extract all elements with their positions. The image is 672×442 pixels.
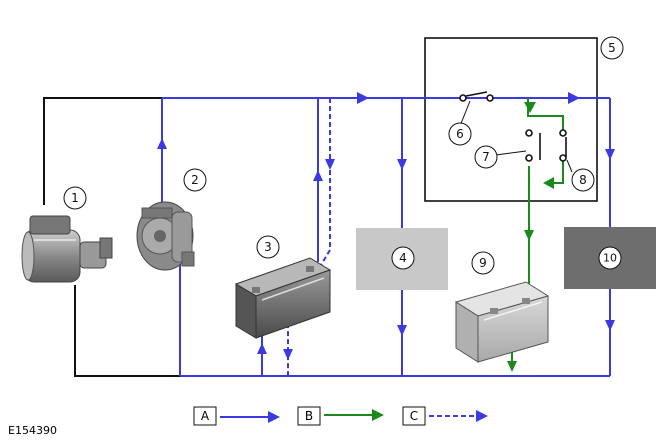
callout-7: 7 bbox=[482, 150, 490, 164]
legend-item-a: A bbox=[193, 406, 280, 426]
relay-switches bbox=[459, 91, 567, 162]
legend-item-c: C bbox=[402, 406, 488, 426]
starter-motor bbox=[21, 215, 113, 283]
arrow-down-green-top bbox=[524, 102, 536, 113]
callouts bbox=[63, 36, 624, 275]
callout-4: 4 bbox=[399, 251, 407, 265]
switch-7-contact-a bbox=[525, 129, 533, 137]
arrow-down-green-mid bbox=[524, 230, 534, 241]
switch-6-contact-b bbox=[486, 94, 494, 102]
arrow-down-load-10-top bbox=[605, 149, 615, 160]
arrow-down-green-bottom bbox=[507, 361, 517, 372]
arrow-left-green bbox=[543, 177, 554, 189]
callout-2: 2 bbox=[191, 173, 199, 187]
legend-key-a: A bbox=[201, 409, 210, 423]
switch-8-contact-a bbox=[559, 129, 567, 137]
figure-id: E154390 bbox=[8, 424, 57, 437]
arrow-down-load-4-top bbox=[397, 159, 407, 170]
arrow-right-relay bbox=[568, 92, 580, 104]
flow-arrows bbox=[157, 92, 615, 372]
switch-8-contact-b bbox=[559, 154, 567, 162]
arrow-down-dashed-bottom bbox=[283, 349, 293, 360]
legend: A B C bbox=[193, 406, 488, 426]
dashed-wiring bbox=[267, 98, 331, 376]
arrow-down-load-10-bottom bbox=[605, 320, 615, 331]
callout-5: 5 bbox=[608, 41, 616, 55]
arrow-down-load-4-bottom bbox=[397, 325, 407, 336]
callout-leaders bbox=[459, 100, 573, 173]
arrow-up-battery-3 bbox=[313, 170, 323, 181]
aux-battery bbox=[454, 281, 550, 363]
black-wiring bbox=[43, 97, 180, 377]
callout-8: 8 bbox=[579, 173, 587, 187]
arrow-right-main bbox=[357, 92, 369, 104]
switch-6-contact-a bbox=[459, 94, 467, 102]
arrow-up-alternator bbox=[157, 138, 167, 149]
legend-item-b: B bbox=[297, 406, 384, 426]
legend-key-b: B bbox=[305, 409, 313, 423]
switch-7-contact-b bbox=[525, 154, 533, 162]
arrow-up-battery-3-bottom bbox=[257, 343, 267, 354]
callout-9: 9 bbox=[479, 256, 487, 270]
blue-wiring bbox=[161, 97, 611, 377]
callout-1: 1 bbox=[71, 191, 79, 205]
arrow-down-dashed bbox=[325, 159, 335, 170]
callout-10: 10 bbox=[603, 252, 617, 265]
relay-box bbox=[424, 37, 598, 202]
callout-6: 6 bbox=[456, 127, 464, 141]
callout-3: 3 bbox=[264, 240, 272, 254]
alternator bbox=[136, 201, 195, 271]
main-battery bbox=[234, 257, 332, 339]
legend-key-c: C bbox=[410, 409, 418, 423]
